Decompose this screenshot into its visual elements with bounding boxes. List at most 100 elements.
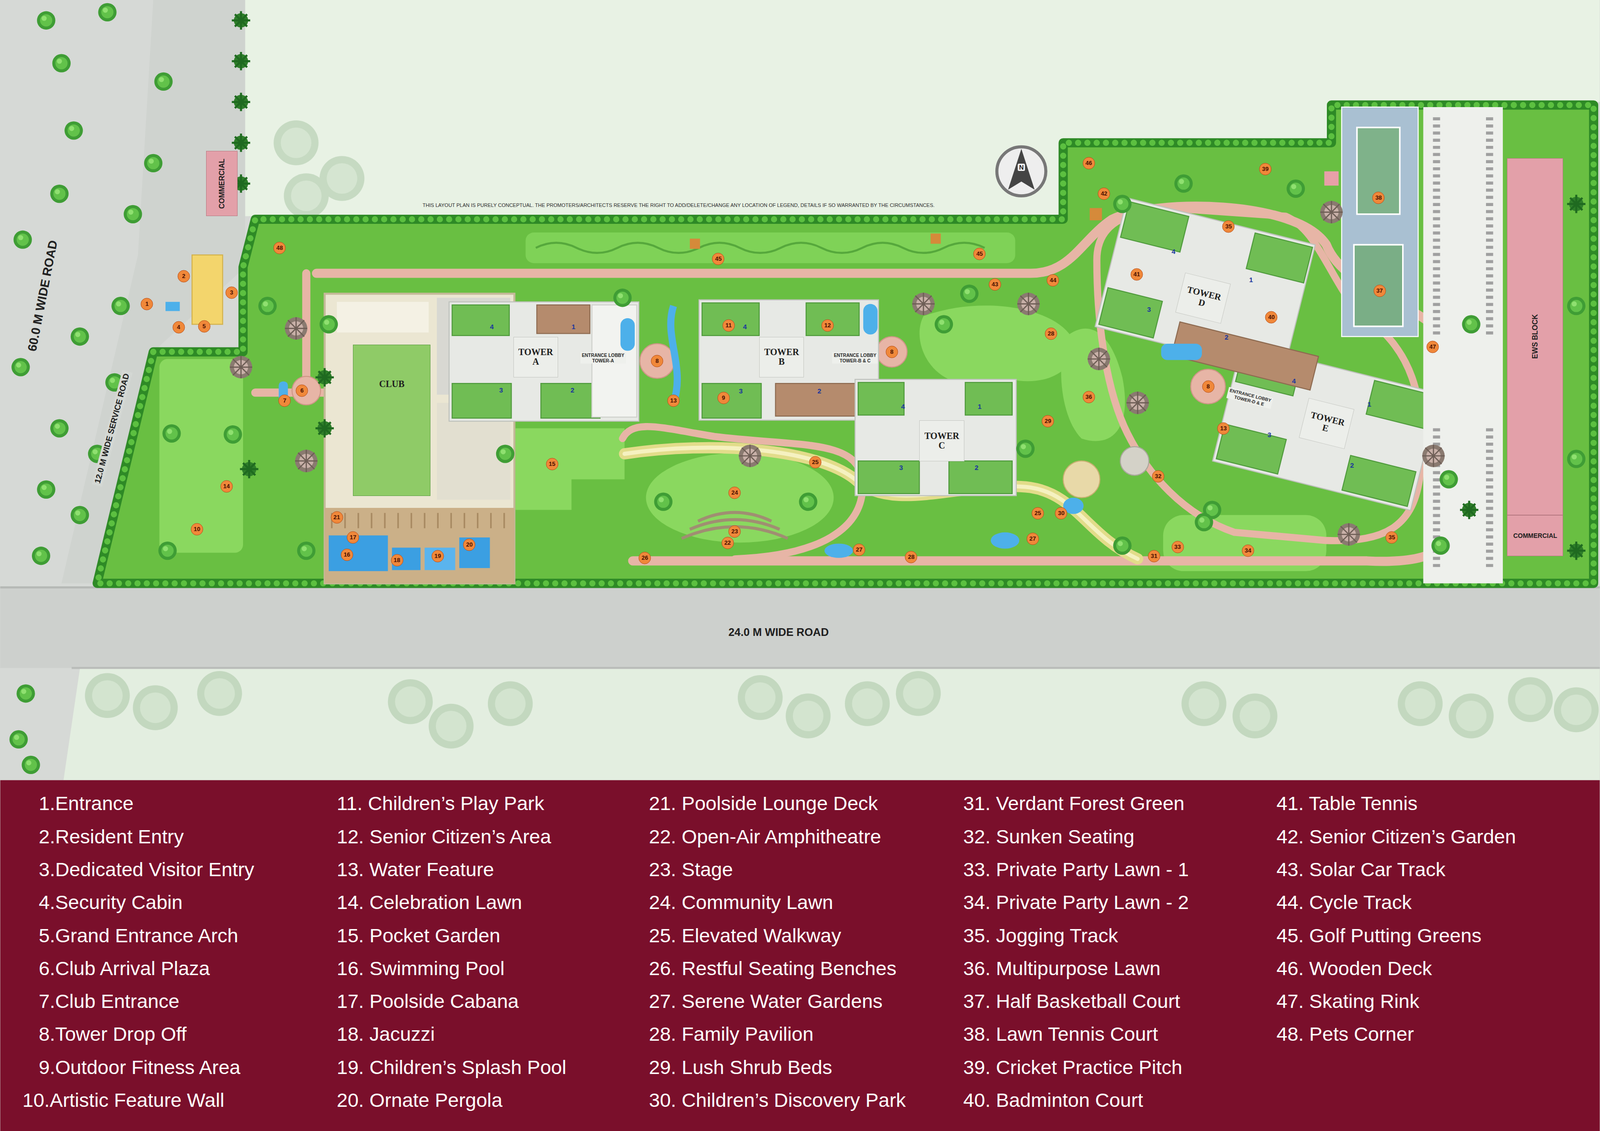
tower-core: TOWER E	[1298, 398, 1355, 450]
site-boundary	[97, 104, 1594, 584]
tower-core: TOWER B	[759, 336, 804, 378]
faded-trees	[84, 673, 130, 719]
avenue-trees	[9, 730, 28, 749]
club-complex	[336, 301, 429, 333]
commercial-block: COMMERCIAL	[1506, 515, 1564, 557]
garden-trees	[1126, 391, 1149, 415]
legend-entry: 30. Children’s Discovery Park	[648, 1089, 906, 1112]
water-feature	[824, 543, 854, 558]
tower-footprint	[1098, 287, 1163, 338]
garden-trees	[1439, 470, 1458, 489]
parking	[1423, 107, 1503, 584]
garden-trees	[934, 315, 953, 334]
unit-number: 4	[1171, 247, 1176, 255]
avenue-trees	[50, 419, 69, 438]
callout-number: 4	[172, 321, 185, 334]
garden-trees	[960, 284, 979, 303]
wooden-deck	[930, 233, 941, 244]
callout-number: 43	[988, 278, 1001, 291]
garden-trees	[1017, 292, 1040, 316]
tower-footprint	[449, 197, 1440, 511]
water-feature	[620, 318, 635, 352]
amphitheatre	[698, 512, 772, 522]
garden-trees	[239, 460, 259, 479]
garden-trees	[912, 292, 935, 316]
wooden-deck	[1324, 171, 1339, 186]
garden-trees	[654, 492, 673, 512]
parking	[1423, 107, 1503, 584]
garden-trees	[1461, 315, 1481, 334]
road-name: 12.0 M WIDE SERVICE ROAD	[92, 370, 133, 487]
faded-trees	[785, 693, 831, 739]
garden-trees	[1431, 536, 1450, 555]
callout-number: 26	[638, 552, 652, 565]
callout-number: 5	[197, 320, 211, 333]
water-feature	[165, 301, 180, 311]
water-stream	[670, 305, 678, 404]
unit-number: 1	[571, 323, 576, 331]
wooden-deck	[1089, 207, 1103, 221]
tower-footprint	[806, 302, 860, 336]
legend-band	[0, 780, 1600, 1131]
garden-trees	[162, 424, 181, 443]
legend-entry: 40. Badminton Court	[963, 1089, 1144, 1112]
north-compass	[1008, 149, 1035, 190]
legend-entry: 42. Senior Citizen’s Garden	[1276, 826, 1517, 848]
disclaimer-note: THIS LAYOUT PLAN IS PURELY CONCEPTUAL. T…	[420, 201, 937, 209]
legend-entry: 21. Poolside Lounge Deck	[648, 793, 878, 815]
legend-entry: 14. Celebration Lawn	[336, 892, 523, 914]
callout-number: 10	[190, 523, 203, 536]
garden-trees	[1320, 201, 1343, 224]
garden-trees	[1567, 296, 1586, 316]
callout-number: 17	[346, 531, 360, 544]
unit-number: 2	[1224, 333, 1229, 341]
callout-number: 35	[1385, 531, 1399, 544]
legend-entry: 8.Tower Drop Off	[38, 1024, 187, 1046]
drop-off	[1190, 369, 1226, 404]
tower-footprint	[1246, 233, 1313, 284]
garden-trees	[613, 288, 632, 307]
avenue-trees	[70, 327, 89, 346]
garden-trees	[1174, 174, 1193, 193]
tower-footprint	[702, 383, 762, 419]
lawn	[646, 452, 834, 543]
callout-number: 8	[885, 346, 898, 359]
callout-number: 29	[1041, 415, 1055, 428]
unit-number: 1	[1248, 276, 1253, 284]
callout-number: 45	[973, 248, 986, 261]
garden-trees	[284, 317, 308, 340]
callout-number: 42	[1097, 187, 1111, 201]
unit-number: 4	[900, 402, 905, 410]
callout-number: 34	[1241, 544, 1254, 558]
garden-trees	[798, 492, 818, 512]
garden-trees	[1087, 347, 1110, 371]
legend-entry: 33. Private Party Lawn - 1	[963, 859, 1190, 881]
unit-number: 4	[1291, 377, 1296, 384]
unit-number: 3	[739, 387, 743, 395]
callout-number: 9	[717, 391, 730, 404]
garden-trees	[1460, 500, 1479, 519]
callout-number: 35	[1222, 220, 1235, 233]
callout-number: 44	[1046, 274, 1060, 287]
legend-entry: 44. Cycle Track	[1276, 892, 1412, 914]
faded-trees	[1507, 677, 1553, 722]
callout-number: 14	[220, 480, 233, 493]
tower-footprint	[858, 382, 905, 416]
legend-entry: 35. Jogging Track	[963, 925, 1119, 947]
tower-footprint	[948, 460, 1013, 494]
legend-entry: 31. Verdant Forest Green	[963, 793, 1185, 815]
road-name: 24.0 M WIDE ROAD	[725, 625, 832, 640]
putting-green	[535, 242, 985, 253]
wooden-deck	[689, 238, 700, 249]
legend-entry: 37. Half Basketball Court	[963, 990, 1181, 1013]
unit-number: 3	[899, 463, 903, 471]
callout-number: 27	[853, 543, 866, 557]
legend-entry: 26. Restful Seating Benches	[648, 957, 897, 980]
faded-trees	[844, 681, 890, 726]
legend-entry: 11. Children’s Play Park	[336, 793, 545, 815]
lobby-label: ENTRANCE LOBBY TOWER-B & C	[832, 352, 878, 364]
opposite-land	[63, 669, 1600, 781]
avenue-trees	[31, 546, 51, 565]
faded-trees	[388, 679, 433, 725]
